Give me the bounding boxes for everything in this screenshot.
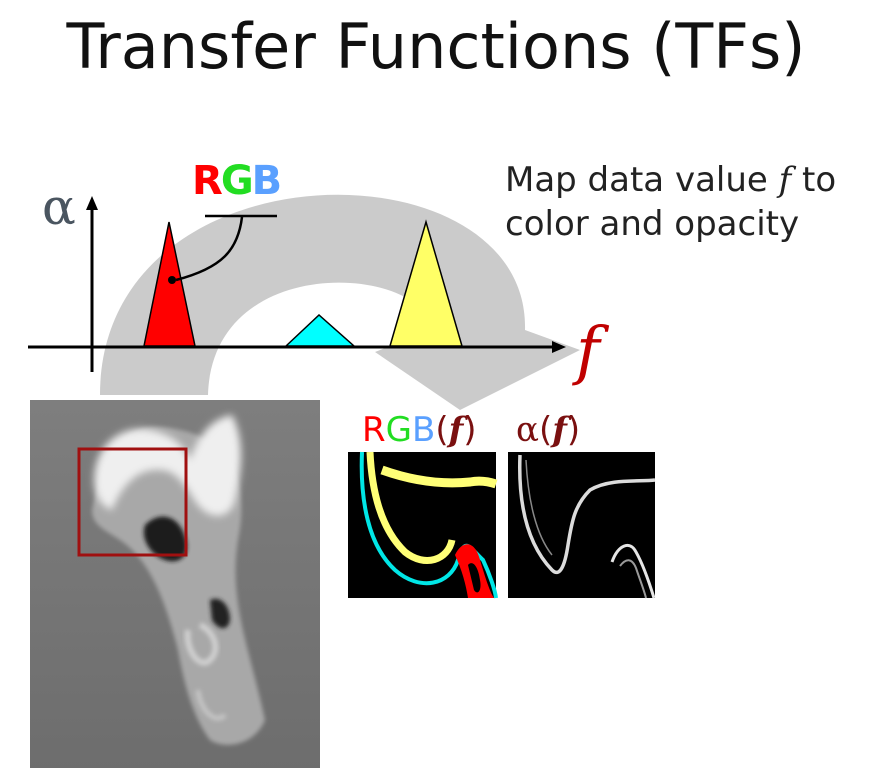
red-peak	[143, 221, 196, 347]
description-variable: f	[778, 160, 792, 200]
y-axis-arrowhead	[86, 196, 98, 210]
alpha-fn-variable: f	[552, 410, 567, 450]
rgb-fn-r: R	[362, 410, 386, 450]
rgb-label-b: B	[251, 158, 282, 204]
cyan-peak	[284, 313, 356, 347]
mapping-arrow	[100, 194, 580, 410]
yellow-peak	[389, 219, 463, 347]
description-text-2: to	[791, 160, 837, 200]
selection-box	[77, 447, 188, 557]
slide-description: Map data value f to color and opacity	[505, 158, 836, 246]
rgb-leader-line	[175, 216, 244, 282]
rgb-output-image	[348, 451, 498, 599]
slide-title: Transfer Functions (TFs)	[66, 10, 806, 83]
alpha-fn-open-paren: (	[538, 410, 553, 450]
rgb-fn-b: B	[411, 410, 436, 450]
ct-scan-image	[30, 400, 320, 768]
description-text-1: Map data value	[505, 160, 779, 200]
f-axis-label: f	[572, 314, 610, 388]
rgb-leader-dot	[168, 276, 176, 284]
x-axis-arrowhead	[552, 341, 566, 353]
description-line-1: Map data value f to	[505, 158, 836, 202]
alpha-axis-label: α	[42, 178, 76, 236]
rgb-fn-open-paren: (	[435, 410, 449, 450]
description-line-2: color and opacity	[505, 204, 800, 244]
rgb-function-label: RGB(f)	[362, 410, 476, 450]
rgb-fn-variable: f	[448, 410, 464, 450]
alpha-output-image	[508, 452, 656, 599]
alpha-fn-close-paren: )	[566, 410, 581, 450]
rgb-label: RGB	[192, 158, 282, 204]
rgb-fn-close-paren: )	[463, 410, 477, 450]
alpha-fn-alpha: α	[516, 410, 539, 450]
rgb-fn-g: G	[385, 410, 412, 450]
rgb-label-r: R	[192, 158, 223, 204]
alpha-function-label: α(f)	[516, 410, 580, 450]
rgb-label-g: G	[220, 158, 254, 204]
